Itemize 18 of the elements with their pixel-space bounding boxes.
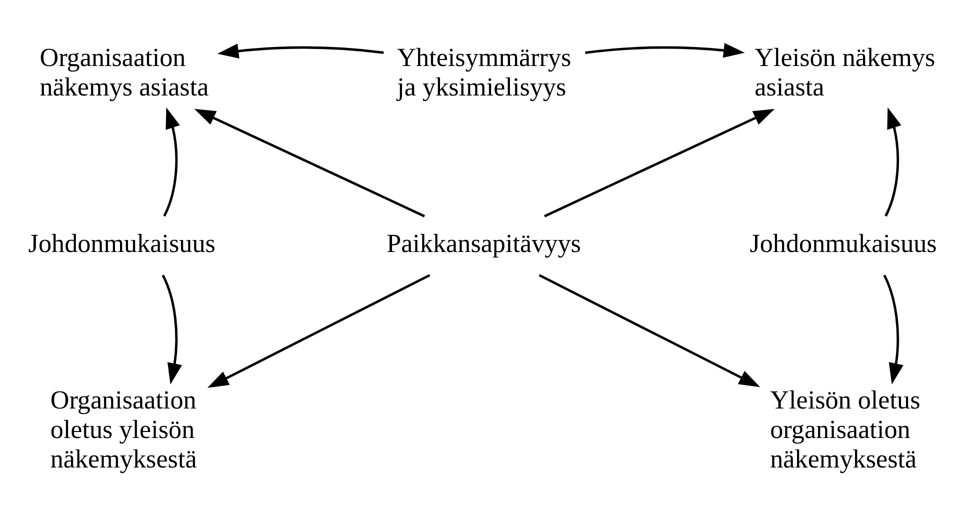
arrow [163, 106, 180, 216]
arrow [883, 274, 904, 384]
node-text: Paikkansapitävyys [386, 228, 581, 258]
arrow [194, 108, 425, 217]
arrow [585, 42, 745, 58]
node-text: Organisaation oletus yleisön näkemyksestä [50, 385, 197, 473]
arrow [162, 274, 182, 384]
arrow [538, 274, 760, 387]
node-text: Yhteisymmärrys ja yksimielisyys [397, 42, 572, 101]
node-text: Yleisön oletus organisaation näkemyksestä [770, 385, 920, 473]
arrow [207, 274, 430, 388]
node-text: Yleisön näkemys asiasta [754, 42, 936, 101]
arrow [884, 106, 902, 216]
node-text: Johdonmukaisuus [750, 228, 937, 258]
arrow [217, 43, 384, 58]
node-text: Organisaation näkemys asiasta [40, 42, 209, 101]
arrow [544, 108, 775, 217]
node-text: Johdonmukaisuus [28, 228, 216, 258]
